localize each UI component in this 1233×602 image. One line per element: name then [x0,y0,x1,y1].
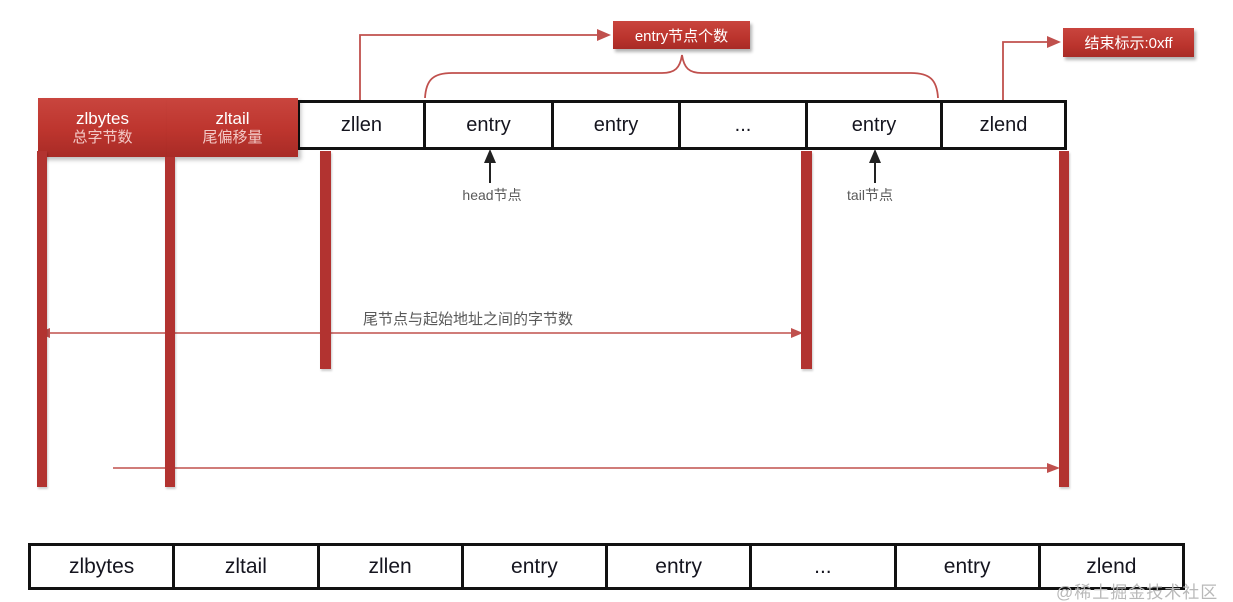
marker-bar-zlbytes-zltail [165,157,175,487]
zlbytes-red-box: zlbytes 总字节数 [38,98,167,157]
watermark: @稀土掘金技术社区 [1056,583,1219,602]
head-node-label: head节点 [462,187,522,203]
tail-offset-label: 尾节点与起始地址之间的字节数 [363,311,574,328]
bottom-row-cell-entry-1: entry [460,543,608,590]
zltail-title: zltail [215,108,250,128]
bottom-row-cell-zlend: zlend [1037,543,1185,590]
top-row-cell-ellipsis: ... [678,100,805,150]
top-row-cell-zlend-label: zlend [979,113,1028,136]
ziplist-structure-row: zllen entry entry ... entry zlend zlbyte… [38,98,1067,157]
entry-count-connector-line [359,34,598,100]
bottom-row-cell-zltail: zltail [172,543,320,590]
tail-pointer-arrowhead [869,149,881,163]
bottom-cell-zlbytes-label: zlbytes [68,554,135,578]
entries-brace [424,54,939,99]
zlbytes-subtitle: 总字节数 [72,128,133,146]
top-row-cell-entry-tail: entry [805,100,940,150]
bottom-cell-zltail-label: zltail [224,554,267,578]
end-marker-arrowhead [1047,36,1061,48]
top-row-cell-ellipsis-label: ... [734,113,752,136]
bottom-cell-ellipsis-label: ... [814,554,832,578]
zltail-red-box: zltail 尾偏移量 [167,98,298,157]
end-marker-callout: 结束标示:0xff [1063,28,1194,57]
entry-count-callout-label: entry节点个数 [634,27,729,45]
zltail-subtitle: 尾偏移量 [202,128,263,146]
top-row-cell-entry-1: entry [423,100,551,150]
bottom-row-cell-zlbytes: zlbytes [28,543,176,590]
marker-bar-tail-entry [801,151,812,369]
bottom-cell-entry-3-label: entry [943,554,991,578]
top-row-cell-entry-2-label: entry [593,113,639,136]
entry-count-arrowhead [597,29,611,41]
bottom-row-cell-entry-3: entry [893,543,1041,590]
top-row-cell-zllen-label: zllen [340,113,383,136]
top-row-cell-zlend: zlend [940,100,1067,150]
bottom-cell-entry-1-label: entry [511,554,558,578]
end-marker-callout-label: 结束标示:0xff [1084,35,1173,52]
marker-bar-start [37,151,47,487]
bottom-row-cell-ellipsis: ... [749,543,897,590]
bottom-cell-zllen-label: zllen [368,554,412,578]
end-marker-connector-line [1002,41,1048,100]
head-pointer-arrowhead [484,149,496,163]
top-row-cell-entry-2: entry [551,100,678,150]
bottom-cell-entry-2-label: entry [655,554,702,578]
top-row-cell-zllen: zllen [297,100,423,150]
top-row-cell-entry-1-label: entry [466,113,511,136]
bottom-cell-zlend-label: zlend [1086,554,1137,578]
top-row-cell-entry-tail-label: entry [851,113,897,136]
tail-node-label: tail节点 [847,187,893,203]
entry-count-callout: entry节点个数 [613,21,750,49]
marker-bar-zllen [320,151,331,369]
zlbytes-title: zlbytes [76,108,129,128]
marker-bar-zlend [1059,151,1069,487]
bottom-row-cell-zllen: zllen [316,543,464,590]
bottom-row-cell-entry-2: entry [605,543,753,590]
ziplist-layout-row: zlbytes zltail zllen entry entry ... ent… [28,543,1185,590]
